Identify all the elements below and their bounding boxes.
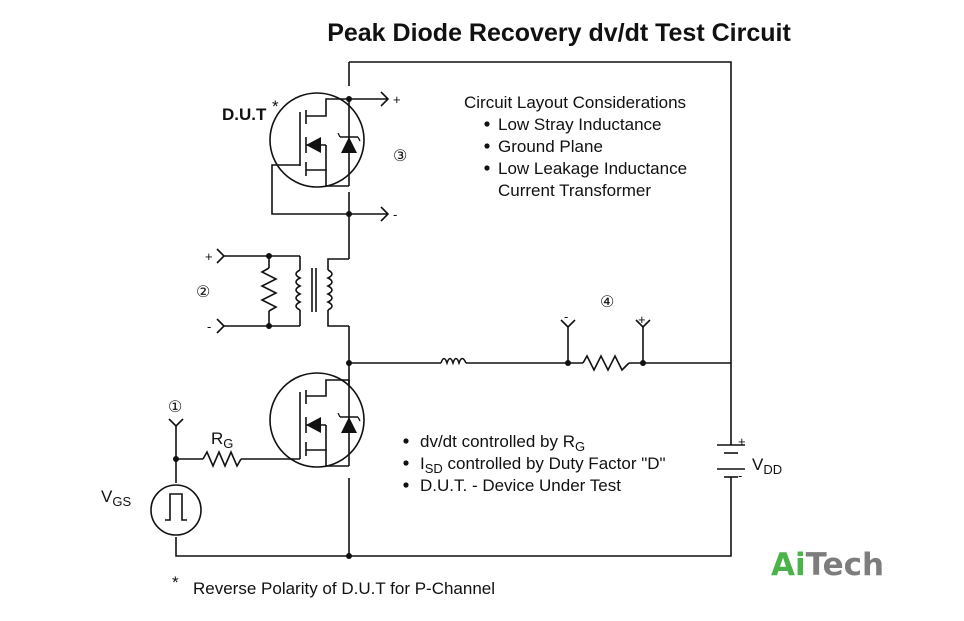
dut-probe-terminals: + - (349, 91, 401, 222)
dut-mosfet (269, 92, 365, 188)
note-item: ISD controlled by Duty Factor "D" (420, 454, 666, 476)
svg-text:-: - (393, 207, 397, 222)
consideration-item: Ground Plane (498, 137, 603, 156)
aitech-logo: AiTech (771, 547, 884, 583)
consideration-item: Low Leakage Inductance (498, 159, 687, 178)
gate-pulse-source (150, 484, 202, 536)
vgs-label: VGS (101, 487, 131, 509)
svg-text:+: + (393, 92, 401, 107)
svg-text:+: + (638, 312, 646, 327)
marker-two: ② (196, 284, 210, 301)
consideration-item: Low Stray Inductance (498, 115, 661, 134)
circuit-notes: dv/dt controlled by RG ISD controlled by… (403, 432, 666, 495)
svg-text:+: + (738, 434, 746, 449)
consideration-item-continuation: Current Transformer (498, 181, 651, 200)
sense-resistor (582, 354, 630, 372)
footnote: Reverse Polarity of D.U.T for P-Channel (193, 579, 495, 598)
dut-star: * (272, 97, 279, 116)
rg-label: RG (211, 429, 233, 451)
note-item: dv/dt controlled by RG (420, 432, 585, 454)
note-item: D.U.T. - Device Under Test (420, 476, 621, 495)
considerations-heading: Circuit Layout Considerations (464, 93, 686, 112)
marker-four: ④ (600, 294, 614, 311)
svg-text:-: - (738, 468, 742, 483)
footnote-star: * (172, 573, 179, 592)
sense-probe-terminals: - + (560, 309, 651, 363)
layout-considerations: Circuit Layout Considerations Low Stray … (464, 93, 687, 200)
vdd-label: VDD (752, 455, 782, 477)
marker-one: ① (168, 399, 182, 416)
driver-mosfet (269, 372, 365, 468)
dut-label: D.U.T (222, 105, 267, 124)
svg-text:+: + (205, 249, 213, 264)
current-transformer (216, 248, 349, 334)
marker-three: ③ (393, 148, 407, 165)
page-title: Peak Diode Recovery dv/dt Test Circuit (327, 19, 791, 47)
gate-drive (168, 418, 300, 483)
main-wiring (175, 61, 732, 557)
vdd-battery (717, 444, 745, 478)
load-inductor (440, 357, 467, 366)
svg-text:-: - (207, 319, 211, 334)
svg-text:-: - (564, 309, 568, 324)
